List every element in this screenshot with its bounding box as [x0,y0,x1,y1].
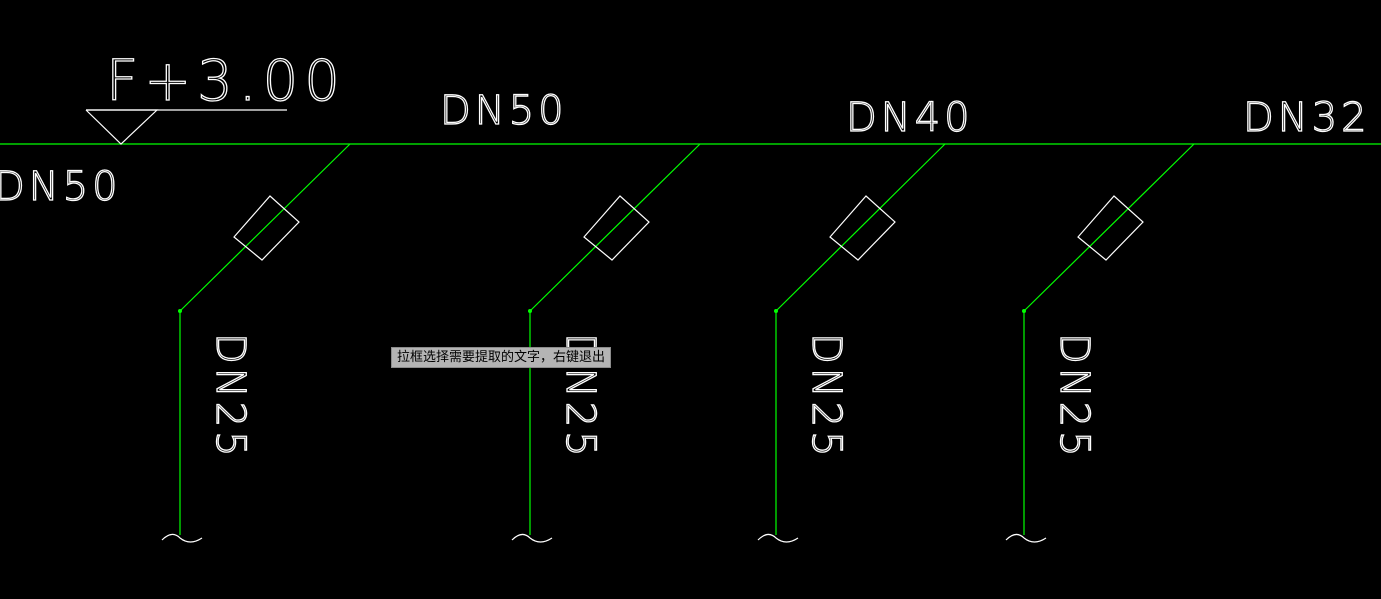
main-pipe-label-1: DN50 [440,88,568,134]
branch-pipe-1: DN25 [161,143,351,543]
valve-icon [829,195,896,261]
branch-pipe-3: DN25 [757,143,946,543]
elevation-marker: F+3.00 [85,48,346,145]
branch-node [178,309,182,313]
valve-icon [583,195,650,261]
main-pipe-label-3: DN32 [1243,95,1371,141]
branch-node [774,309,778,313]
valve-icon [1077,195,1144,261]
main-pipe-label-left: DN50 [0,164,122,210]
valve-icon [233,195,300,261]
elevation-label: F+3.00 [106,49,346,114]
branch-pipe-2: DN25 [511,143,701,543]
branch-node [528,309,532,313]
command-tooltip: 拉框选择需要提取的文字，右键退出 [391,347,612,368]
branch-label-3: DN25 [803,333,849,461]
branch-pipe-4: DN25 [1005,143,1195,543]
main-pipe-label-2: DN40 [846,95,974,141]
branch-node [1022,309,1026,313]
pipe-end-cap-icon [161,533,203,543]
pipe-end-cap-icon [511,533,553,543]
pipe-end-cap-icon [1005,533,1047,543]
branch-label-4: DN25 [1051,333,1097,461]
branch-label-1: DN25 [207,333,253,461]
elevation-triangle-icon [85,109,159,145]
pipe-end-cap-icon [757,533,799,543]
